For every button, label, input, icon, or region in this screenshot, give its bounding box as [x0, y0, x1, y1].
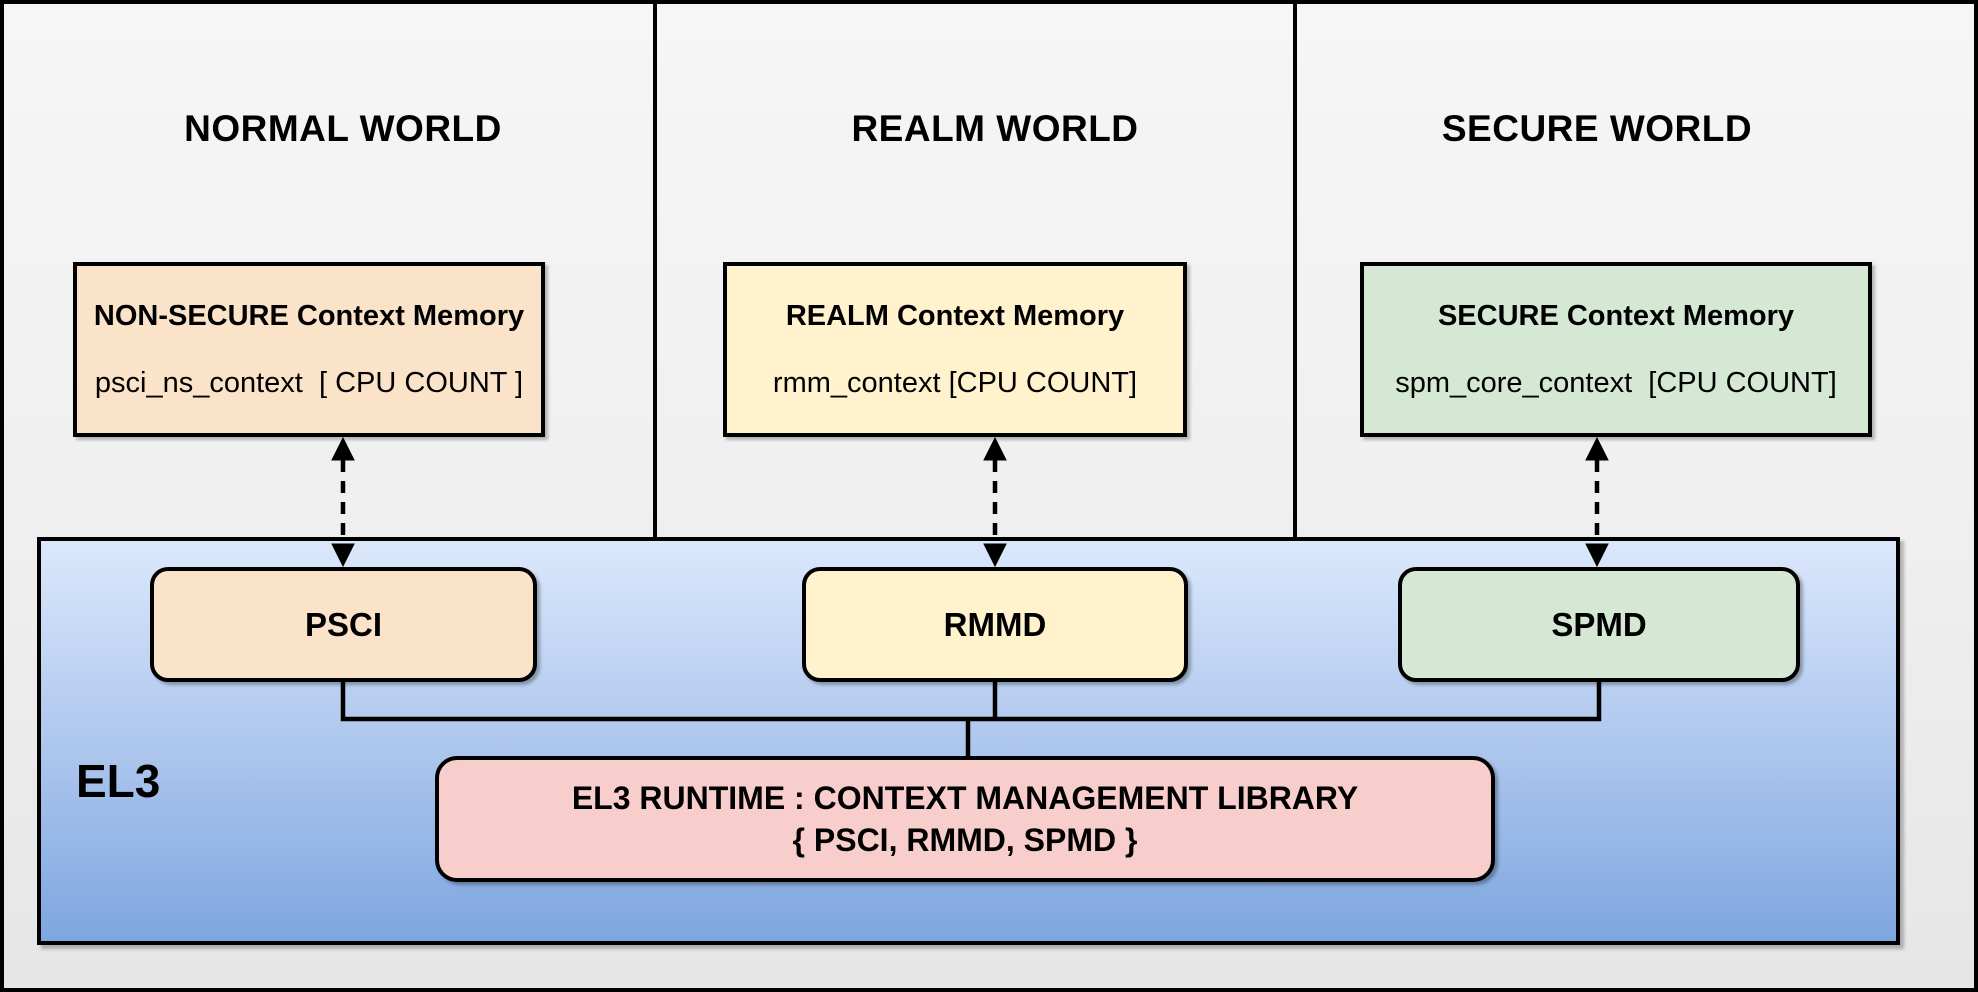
spmd-module-box: SPMD: [1398, 567, 1800, 682]
el3-level-label: EL3: [76, 755, 161, 807]
rmmd-module-box: RMMD: [802, 567, 1188, 682]
dashed-double-arrow-realm-icon: [983, 436, 1007, 568]
memory-box-value: spm_core_context [CPU COUNT]: [1395, 366, 1837, 399]
secure-context-memory-box: SECURE Context Memory spm_core_context […: [1360, 262, 1872, 437]
psci-module-box: PSCI: [150, 567, 537, 682]
dashed-double-arrow-normal-icon: [331, 436, 355, 568]
module-label: RMMD: [943, 605, 1047, 643]
memory-box-heading: REALM Context Memory: [785, 299, 1125, 332]
module-label: PSCI: [304, 605, 383, 643]
memory-box-value: rmm_context [CPU COUNT]: [772, 366, 1138, 399]
realm-context-memory-box: REALM Context Memory rmm_context [CPU CO…: [723, 262, 1187, 437]
normal-world-title: NORMAL WORLD: [184, 108, 502, 149]
realm-world-title: REALM WORLD: [851, 108, 1139, 149]
memory-box-heading: NON-SECURE Context Memory: [93, 299, 525, 332]
runtime-library-modules: { PSCI, RMMD, SPMD }: [792, 822, 1138, 858]
secure-world-title: SECURE WORLD: [1441, 108, 1753, 149]
runtime-library-title: EL3 RUNTIME : CONTEXT MANAGEMENT LIBRARY: [571, 779, 1359, 816]
el3-runtime-library-box: EL3 RUNTIME : CONTEXT MANAGEMENT LIBRARY…: [435, 756, 1495, 882]
connector-layer: [331, 436, 1609, 762]
non-secure-context-memory-box: NON-SECURE Context Memory psci_ns_contex…: [73, 262, 545, 437]
module-label: SPMD: [1551, 605, 1647, 643]
memory-box-heading: SECURE Context Memory: [1437, 299, 1795, 332]
module-runtime-bus-lines: [340, 680, 1602, 762]
world-divider-realm-secure: [1293, 4, 1297, 537]
dashed-double-arrow-secure-icon: [1585, 436, 1609, 568]
world-divider-normal-realm: [653, 4, 657, 537]
memory-box-value: psci_ns_context [ CPU COUNT ]: [94, 366, 524, 399]
